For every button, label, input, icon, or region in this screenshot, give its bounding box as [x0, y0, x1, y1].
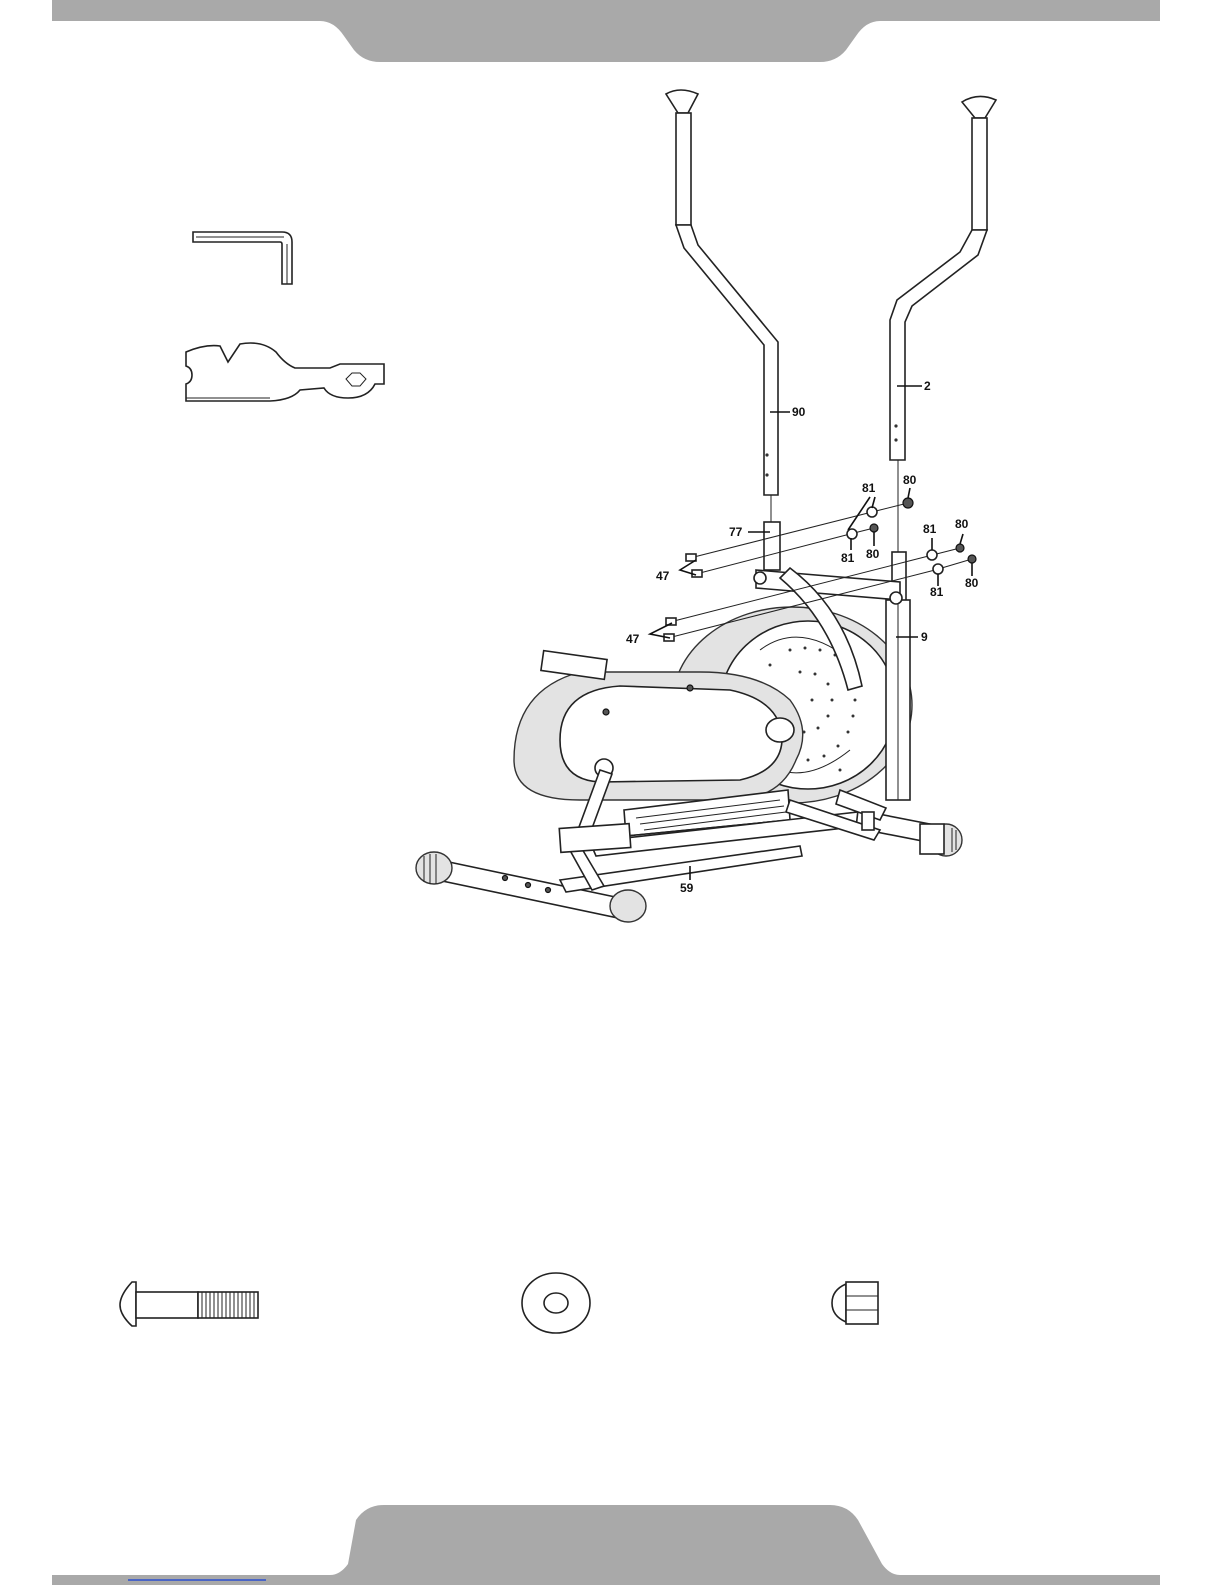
label-part-80-d: 80: [965, 576, 979, 590]
left-handlebar-part-90: [666, 90, 778, 495]
allen-key-icon: [193, 232, 292, 284]
nut-icon: [832, 1282, 878, 1324]
label-part-81-d: 81: [930, 585, 944, 599]
header-band: [52, 0, 1160, 62]
label-part-81-c: 81: [923, 522, 937, 536]
fastener-set-80-81: [847, 498, 976, 574]
label-part-9: 9: [921, 630, 928, 644]
right-handlebar-part-2: [890, 96, 996, 460]
label-part-47-b: 47: [626, 632, 640, 646]
label-part-90: 90: [792, 405, 806, 419]
label-part-81-b: 81: [841, 551, 855, 565]
bolt-icon: [120, 1282, 258, 1326]
label-part-80-b: 80: [866, 547, 880, 561]
label-part-80-c: 80: [955, 517, 969, 531]
label-part-47-a: 47: [656, 569, 670, 583]
footer-band: [52, 1505, 1160, 1585]
label-part-59: 59: [680, 881, 694, 895]
label-part-81-a: 81: [862, 481, 876, 495]
washer-icon: [522, 1273, 590, 1333]
label-part-2: 2: [924, 379, 931, 393]
label-part-80-a: 80: [903, 473, 917, 487]
label-part-77: 77: [729, 525, 743, 539]
wrench-icon: [186, 343, 384, 401]
elliptical-frame: [416, 522, 962, 922]
